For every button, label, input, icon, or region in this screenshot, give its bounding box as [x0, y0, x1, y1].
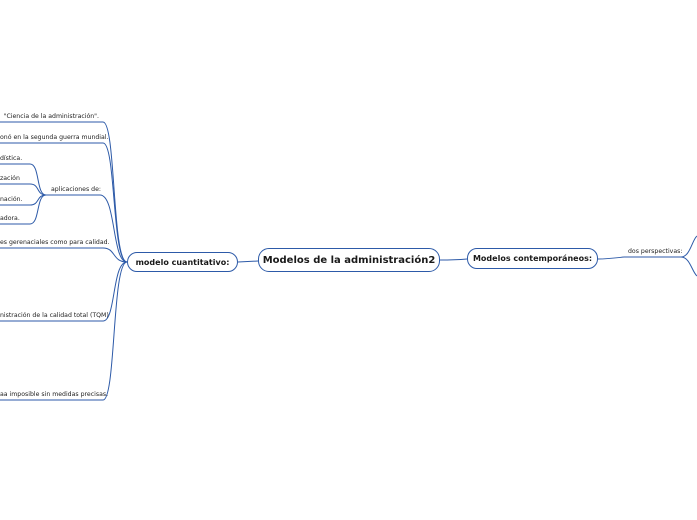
leaf-label: dos perspectivas: [628, 248, 683, 255]
central-node[interactable]: Modelos de la administración2 [258, 248, 440, 272]
leaf-label: nistración de la calidad total (TQM) [0, 312, 109, 319]
branch-node-right[interactable]: Modelos contemporáneos: [467, 248, 598, 269]
sub-leaf-3[interactable]: nación. [0, 196, 23, 204]
branch-node-left-label: modelo cuantitativo: [135, 257, 230, 267]
central-node-label: Modelos de la administración2 [262, 254, 436, 266]
leaf-label: aa imposible sin medidas precisas. [0, 391, 109, 398]
connector-right-leaf [597, 256, 625, 260]
leaf-tqm[interactable]: nistración de la calidad total (TQM) [0, 312, 109, 320]
connector-leaf-2 [102, 142, 128, 263]
leaf-medidas[interactable]: aa imposible sin medidas precisas. [0, 391, 108, 399]
connector-central-left [237, 260, 259, 263]
connector-leaf-5 [102, 261, 128, 401]
leaf-gerenciales[interactable]: es gerenaciales como para calidad. [0, 239, 110, 247]
leaf-label: onó en la segunda guerra mundial. [0, 134, 109, 141]
group-aplicaciones[interactable]: aplicaciones de: [51, 186, 101, 194]
branch-node-left[interactable]: modelo cuantitativo: [127, 252, 238, 272]
connector-right-off-up [680, 235, 697, 258]
sub-leaf-label: nación. [0, 196, 23, 203]
leaf-label: es gerenaciales como para calidad. [0, 239, 110, 246]
sub-leaf-4[interactable]: adora. [0, 215, 20, 223]
group-label: aplicaciones de: [51, 186, 101, 193]
leaf-label: "Ciencia de la administración". [3, 113, 99, 120]
connector-central-right [439, 258, 468, 261]
leaf-guerra[interactable]: onó en la segunda guerra mundial. [0, 134, 109, 142]
connector-right-off-down [680, 256, 697, 277]
sub-leaf-label: zación [0, 175, 20, 182]
sub-leaf-2[interactable]: zación [0, 175, 20, 183]
sub-leaf-1[interactable]: dística. [0, 155, 22, 163]
connector-leaf-1 [102, 121, 128, 263]
connector-leaf-3 [102, 247, 128, 263]
connector-group [99, 194, 128, 263]
sub-leaf-label: adora. [0, 215, 20, 222]
leaf-ciencia[interactable]: "Ciencia de la administración". [4, 113, 99, 121]
sub-leaf-label: dística. [0, 155, 23, 162]
branch-node-right-label: Modelos contemporáneos: [472, 254, 593, 263]
leaf-perspectivas[interactable]: dos perspectivas: [628, 248, 682, 256]
connector-leaf-4 [102, 261, 128, 322]
